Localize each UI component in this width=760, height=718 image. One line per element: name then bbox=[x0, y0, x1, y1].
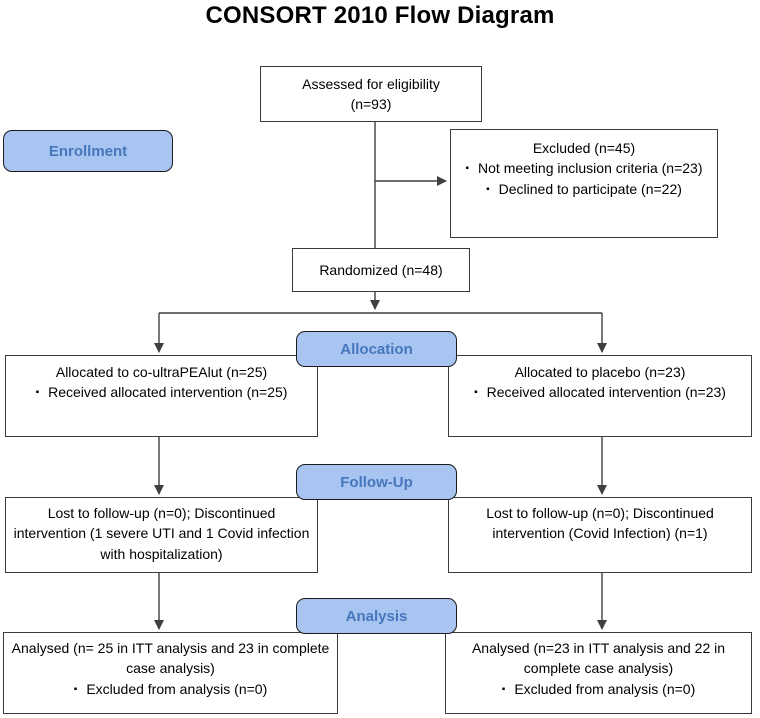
allocated-right-box: Allocated to placebo (n=23) ▪ Received al… bbox=[448, 355, 752, 437]
bullet-line: ▪ Not meeting inclusion criteria (n=23) bbox=[464, 158, 704, 179]
stage-allocation-label: Allocation bbox=[340, 340, 413, 358]
bullet-line: ▪ Received allocated intervention (n=25) bbox=[27, 382, 297, 403]
stage-enrollment-label: Enrollment bbox=[48, 142, 128, 160]
allocated-left-box: Allocated to co-ultraPEAlut (n=25) ▪ Rece… bbox=[5, 355, 318, 437]
stage-followup: Follow-Up bbox=[296, 464, 457, 500]
followup-left-text: Lost to follow-up (n=0); Discontinued in… bbox=[13, 505, 310, 562]
square-bullet-icon: ▪ bbox=[465, 163, 470, 175]
analysis-right-bullet: Excluded from analysis (n=0) bbox=[514, 680, 696, 697]
randomized-box: Randomized (n=48) bbox=[292, 248, 470, 292]
assessed-line2: (n=93) bbox=[350, 96, 392, 112]
square-bullet-icon: ▪ bbox=[501, 683, 506, 695]
stage-enrollment: Enrollment bbox=[3, 130, 173, 172]
analysis-right-box: Analysed (n=23 in ITT analysis and 22 in… bbox=[445, 632, 752, 714]
excluded-box: Excluded (n=45) ▪ Not meeting inclusion c… bbox=[450, 129, 718, 238]
square-bullet-icon: ▪ bbox=[35, 387, 40, 399]
analysis-left-bullet: Excluded from analysis (n=0) bbox=[86, 680, 268, 697]
analysis-left-box: Analysed (n= 25 in ITT analysis and 23 i… bbox=[3, 632, 338, 714]
analysis-left-title: Analysed (n= 25 in ITT analysis and 23 i… bbox=[11, 640, 330, 677]
followup-left-box: Lost to follow-up (n=0); Discontinued in… bbox=[5, 497, 318, 573]
followup-right-text: Lost to follow-up (n=0); Discontinued in… bbox=[486, 505, 714, 542]
excluded-bullet-2: Declined to participate (n=22) bbox=[498, 180, 682, 197]
excluded-bullet-1: Not meeting inclusion criteria (n=23) bbox=[478, 160, 703, 177]
square-bullet-icon: ▪ bbox=[486, 183, 490, 195]
followup-right-box: Lost to follow-up (n=0); Discontinued in… bbox=[448, 497, 752, 573]
allocated-right-title: Allocated to placebo (n=23) bbox=[514, 364, 686, 380]
allocated-left-title: Allocated to co-ultraPEAlut (n=25) bbox=[55, 364, 268, 380]
allocated-left-bullet: Received allocated intervention (n=25) bbox=[48, 384, 288, 401]
excluded-title: Excluded (n=45) bbox=[532, 140, 636, 156]
randomized-text: Randomized (n=48) bbox=[319, 261, 443, 278]
bullet-line: ▪ Received allocated intervention (n=23) bbox=[465, 382, 735, 403]
bullet-line: ▪ Excluded from analysis (n=0) bbox=[452, 679, 745, 700]
page-title: CONSORT 2010 Flow Diagram bbox=[205, 2, 555, 29]
bullet-line: ▪ Excluded from analysis (n=0) bbox=[10, 679, 331, 700]
stage-followup-label: Follow-Up bbox=[340, 473, 413, 491]
analysis-right-title: Analysed (n=23 in ITT analysis and 22 in… bbox=[471, 640, 726, 677]
square-bullet-icon: ▪ bbox=[474, 387, 478, 399]
allocated-right-bullet: Received allocated intervention (n=23) bbox=[486, 384, 726, 401]
stage-analysis-label: Analysis bbox=[345, 607, 408, 625]
stage-allocation: Allocation bbox=[296, 331, 457, 367]
stage-analysis: Analysis bbox=[296, 598, 457, 634]
assessed-box: Assessed for eligibility (n=93) bbox=[260, 66, 482, 122]
assessed-line1: Assessed for eligibility bbox=[302, 75, 440, 92]
square-bullet-icon: ▪ bbox=[73, 683, 78, 695]
bullet-line: ▪ Declined to participate (n=22) bbox=[464, 179, 704, 200]
